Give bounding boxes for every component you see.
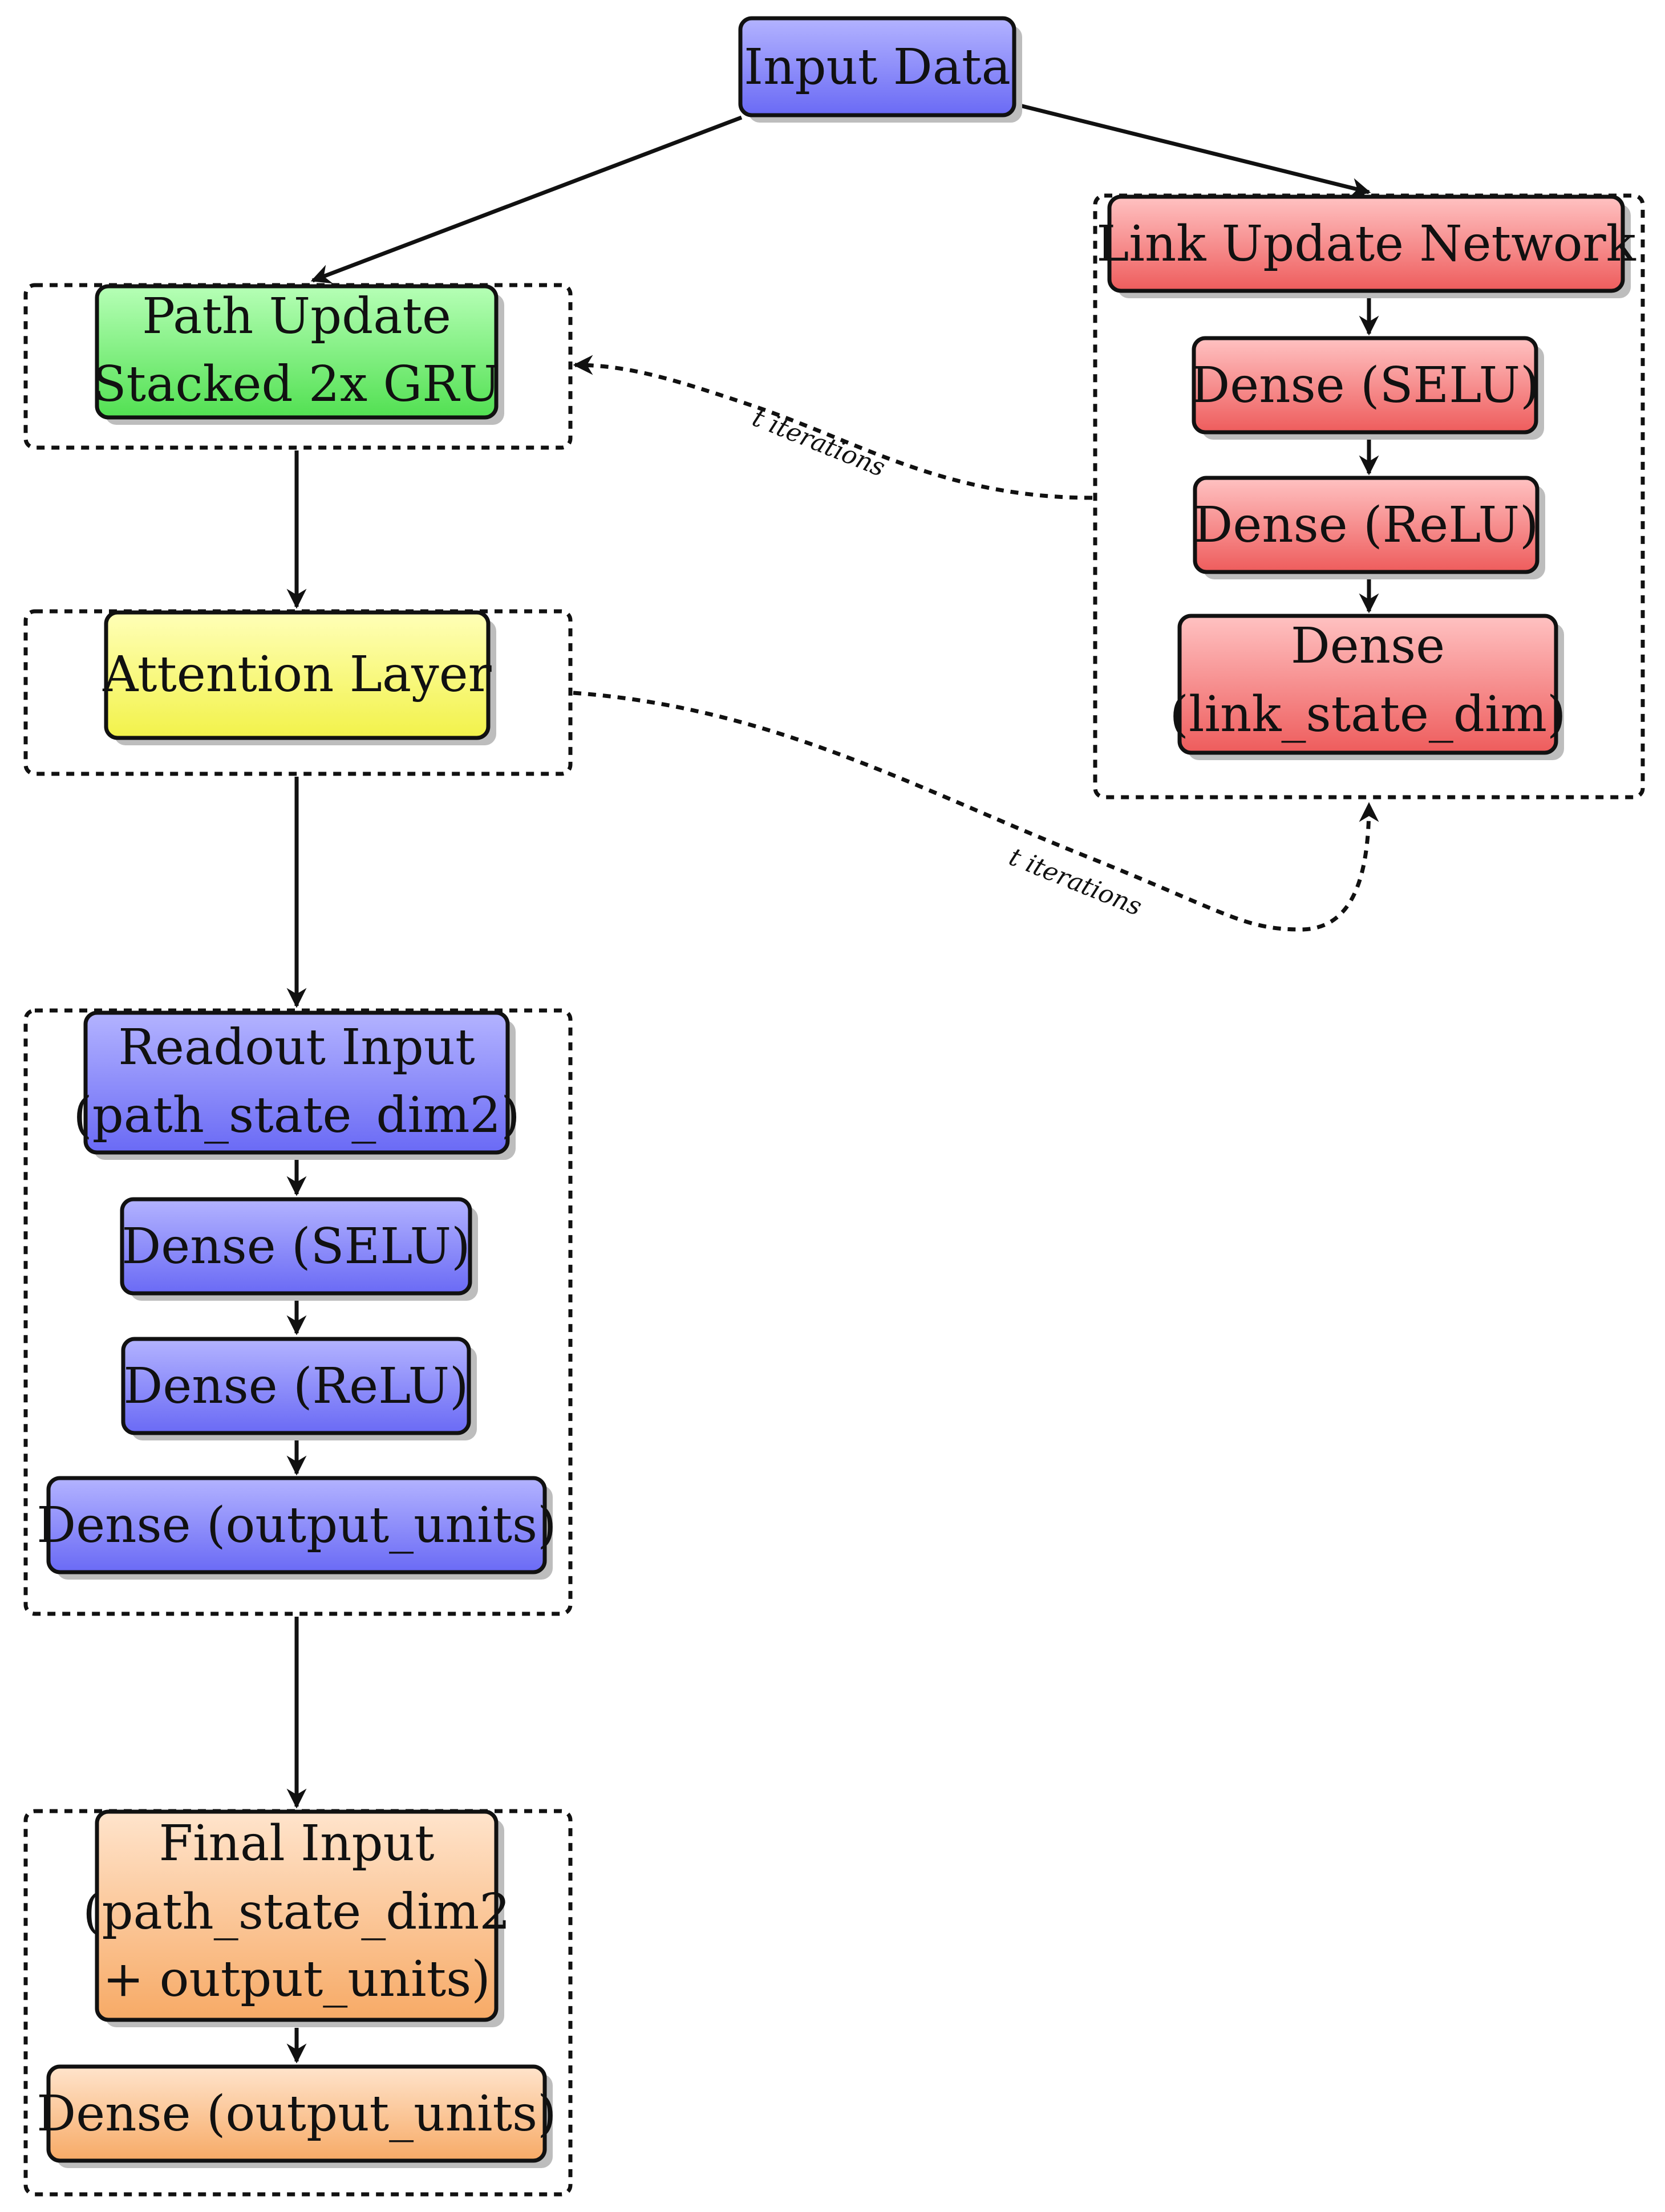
edge-label-link-to-path: t iterations [748,403,889,482]
edge-link-to-path-update [573,355,1093,500]
link-update-group [1093,193,1645,799]
edge-attention-to-link-update [573,691,1379,932]
node-attention-layer: Attention Layer [102,610,496,745]
svg-text:(path_state_dim2: (path_state_dim2 [83,1884,511,1941]
svg-text:Dense (ReLU): Dense (ReLU) [1193,497,1538,554]
svg-text:Readout Input: Readout Input [118,1019,475,1076]
node-link-dense-selu: Dense (SELU) [1190,336,1544,440]
node-link-dense-state-dim: Dense (link_state_dim) [1169,614,1566,760]
svg-text:Input Data: Input Data [744,39,1011,96]
svg-text:(path_state_dim2): (path_state_dim2) [73,1087,520,1144]
edge-input-to-path-update [310,115,743,284]
svg-text:Stacked 2x GRU: Stacked 2x GRU [93,356,501,413]
svg-text:Link Update Network: Link Update Network [1096,216,1636,273]
node-final-dense-output: Dense (output_units) [37,2064,557,2168]
svg-text:Final Input: Final Input [159,1815,434,1872]
svg-text:Dense (ReLU): Dense (ReLU) [123,1358,468,1415]
svg-text:+ output_units): + output_units) [103,1951,491,2008]
node-readout-dense-relu: Dense (ReLU) [121,1337,477,1440]
edge-label-attention-to-link: t iterations [1005,842,1146,922]
node-input-data: Input Data [738,16,1022,123]
svg-text:Dense: Dense [1291,618,1445,675]
node-final-input: Final Input (path_state_dim2 + output_un… [83,1809,511,2027]
svg-text:Attention Layer: Attention Layer [102,646,492,703]
node-path-update: Path Update Stacked 2x GRU [93,284,504,425]
svg-text:Dense (SELU): Dense (SELU) [1190,357,1539,414]
svg-text:(link_state_dim): (link_state_dim) [1169,686,1566,743]
node-link-update-network: Link Update Network [1096,194,1636,298]
svg-text:Dense (SELU): Dense (SELU) [121,1218,470,1275]
svg-text:Path Update: Path Update [142,288,451,345]
svg-text:Dense (output_units): Dense (output_units) [37,2085,556,2142]
attention-group [23,609,573,776]
node-readout-input: Readout Input (path_state_dim2) [73,1010,520,1160]
readout-group [23,1008,573,1616]
node-readout-dense-output: Dense (output_units) [37,1476,557,1580]
node-link-dense-relu: Dense (ReLU) [1193,476,1545,579]
path-update-group [23,283,573,450]
node-readout-dense-selu: Dense (SELU) [120,1197,478,1301]
svg-text:Dense (output_units): Dense (output_units) [37,1497,556,1554]
edge-input-to-link-update [1015,102,1371,198]
